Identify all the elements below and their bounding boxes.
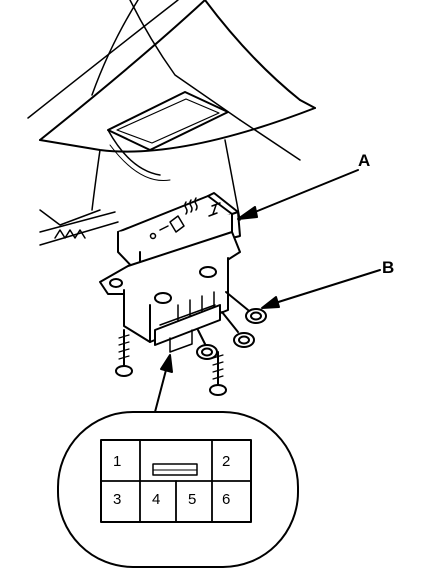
leader-line-b (261, 269, 381, 309)
screw-center (209, 351, 227, 396)
screw-front (196, 329, 218, 360)
screw-b-lower (221, 311, 255, 348)
callout-b-label: B (382, 258, 395, 277)
pin-2-label: 2 (222, 453, 231, 470)
switch-bracket (99, 231, 241, 343)
dashboard-panel (27, 0, 316, 246)
leader-line-a (237, 169, 359, 220)
pin-5-label: 5 (188, 491, 197, 508)
heated-seat-icon (149, 197, 221, 240)
pin-1-label: 1 (113, 453, 122, 470)
pin-4-label: 4 (152, 491, 161, 508)
leader-line-connector (154, 354, 173, 413)
screw-left (115, 329, 133, 377)
connector-plug (154, 304, 221, 353)
pin-3-label: 3 (113, 491, 122, 508)
panel-opening (107, 91, 229, 182)
pin-6-label: 6 (222, 491, 231, 508)
screw-b-upper (225, 291, 267, 324)
connector-terminal-view (57, 411, 299, 568)
callout-a-label: A (358, 151, 371, 170)
